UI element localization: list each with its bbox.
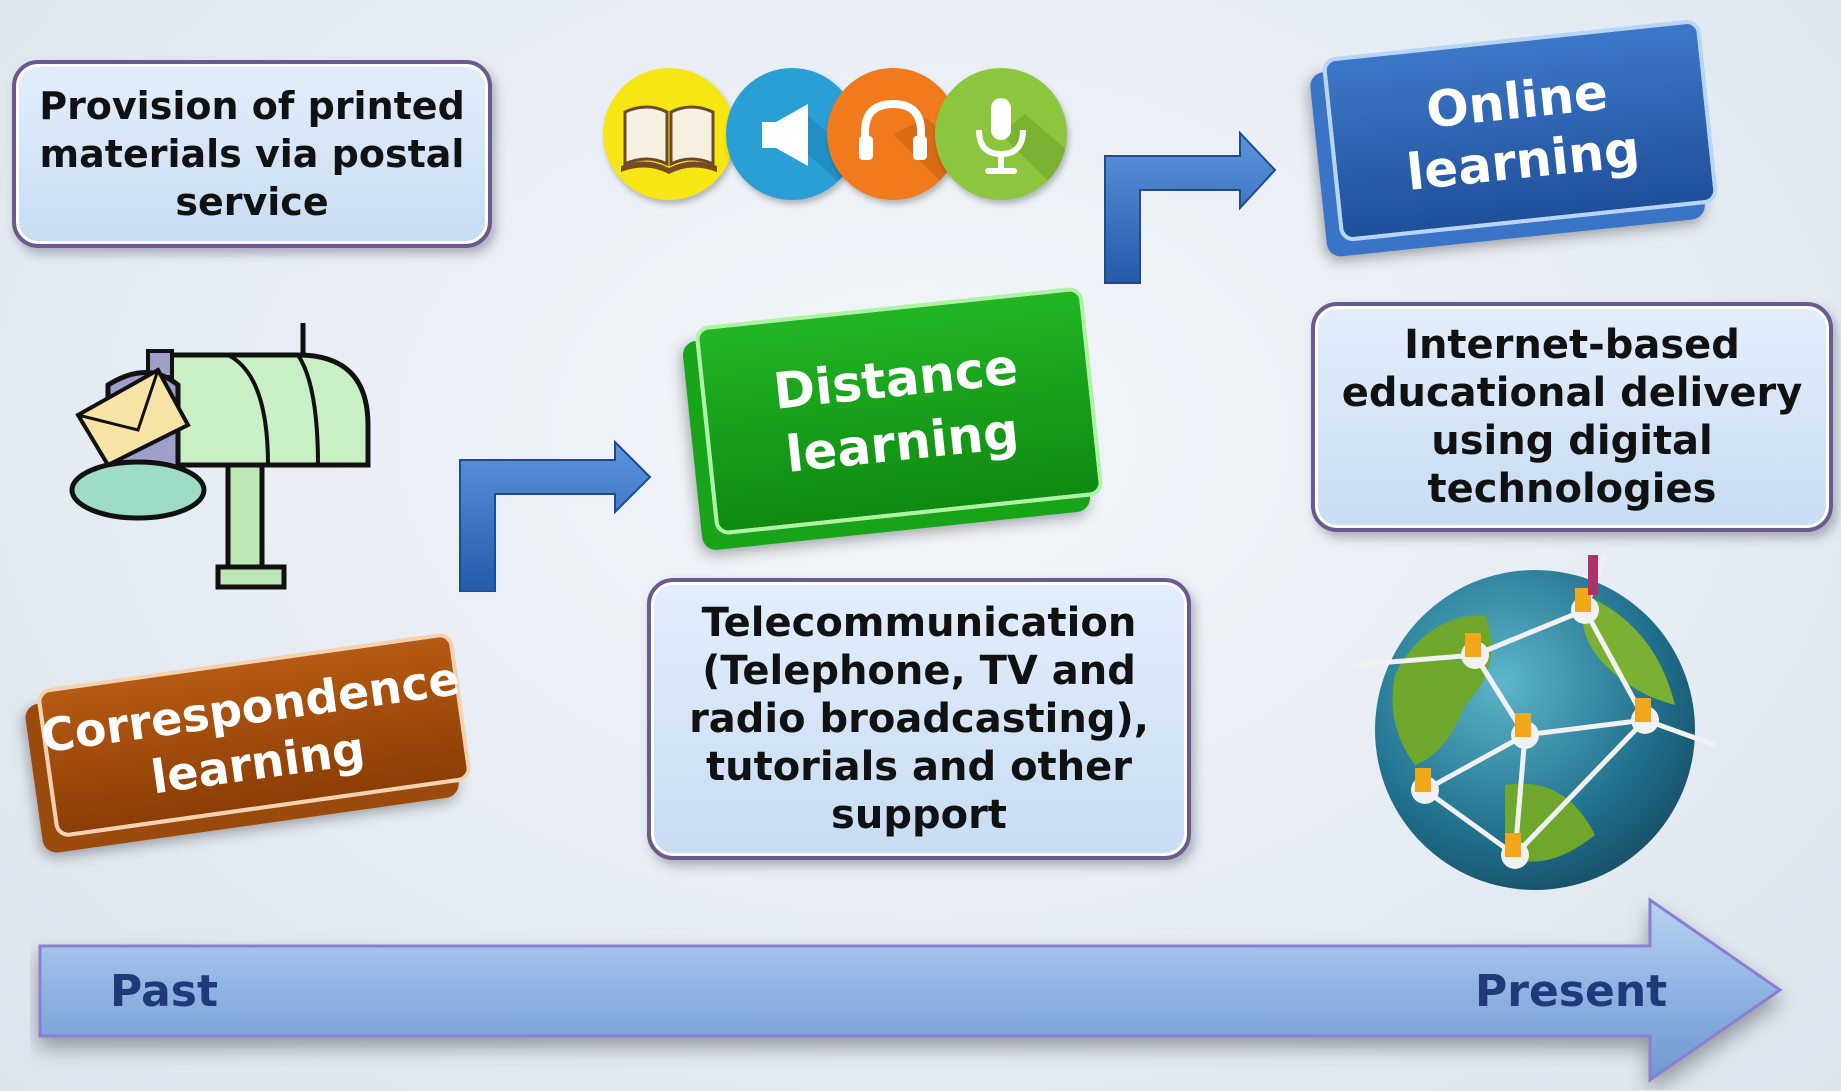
distance-description-box: Telecommunication (Telephone, TV and rad…: [647, 578, 1191, 860]
distance-learning-block: Distance learning: [694, 286, 1104, 536]
mailbox-icon: [69, 323, 371, 590]
distance-description: Telecommunication (Telephone, TV and rad…: [689, 600, 1149, 838]
online-description: Internet-based educational delivery usin…: [1341, 322, 1803, 512]
online-learning-block: Online learning: [1321, 18, 1719, 243]
microphone-icon: [935, 68, 1067, 200]
correspondence-learning-block: Correspondence learning: [35, 631, 473, 839]
bent-arrow-to-online: [1104, 130, 1277, 284]
timeline-arrow: [38, 897, 1783, 1083]
timeline-start-label: Past: [110, 966, 218, 1017]
online-learning-title: Online learning: [1403, 62, 1643, 202]
timeline-end-label: Present: [1475, 966, 1668, 1017]
correspondence-learning-title: Correspondence learning: [37, 651, 463, 805]
distance-learning-title: Distance learning: [770, 337, 1022, 484]
bent-arrow-to-distance: [459, 439, 652, 592]
online-description-box: Internet-based educational delivery usin…: [1311, 302, 1833, 532]
book-icon: [603, 68, 735, 200]
globe-network-icon: [1355, 555, 1715, 890]
correspondence-description: Provision of printed materials via posta…: [39, 84, 465, 224]
correspondence-description-box: Provision of printed materials via posta…: [12, 60, 492, 248]
